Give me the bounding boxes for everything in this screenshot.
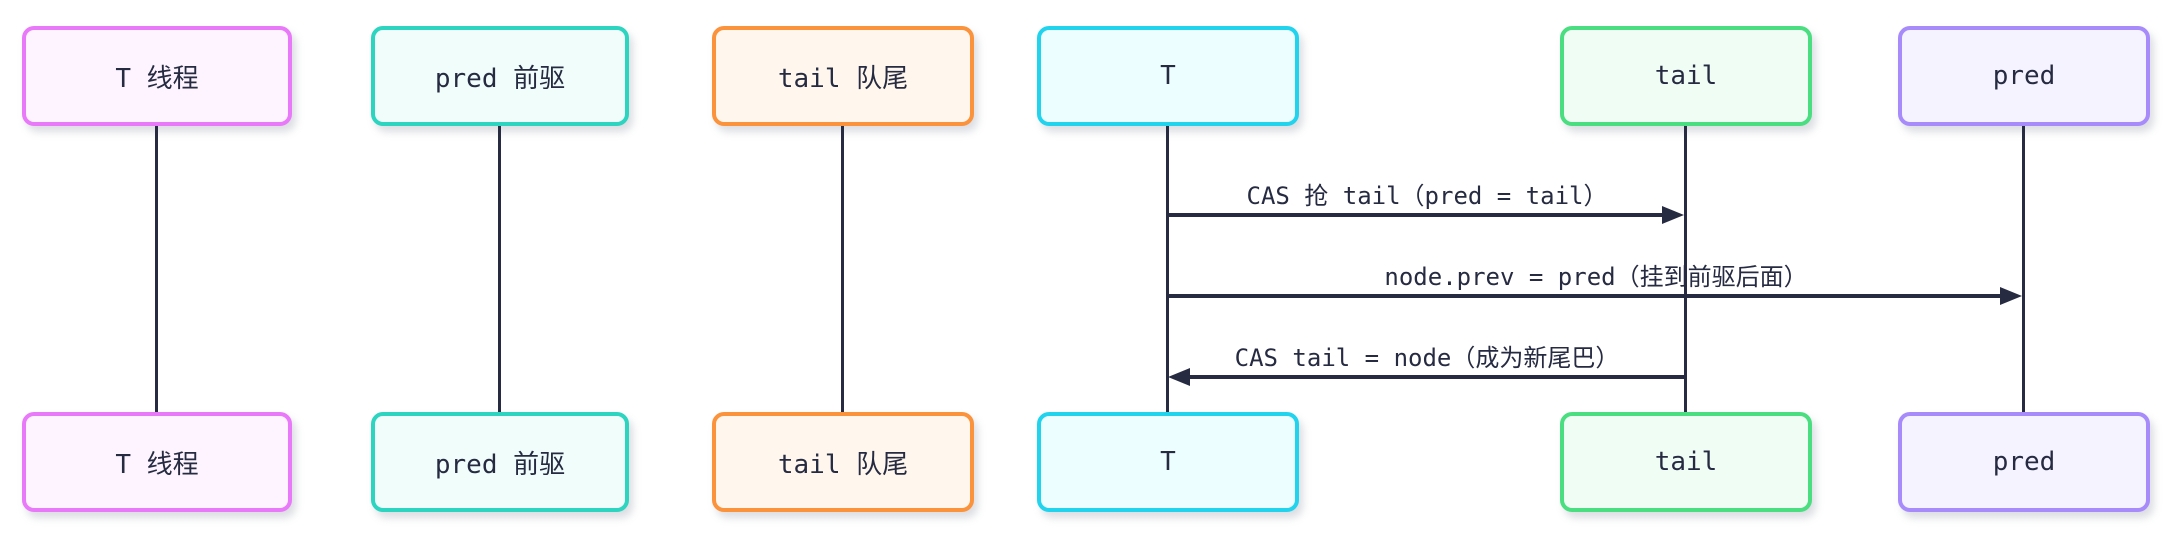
participant-label: T 线程 (115, 449, 199, 480)
participant-label: pred 前驱 (434, 63, 566, 94)
participant-top-pred-qianqu: pred 前驱 (371, 26, 629, 126)
message-label-2: node.prev = pred（挂到前驱后面） (1384, 263, 1808, 291)
participant-label: tail 队尾 (777, 449, 909, 480)
participant-label: tail (1654, 61, 1718, 91)
message-arrowhead-right-icon (2000, 287, 2022, 305)
participant-top-tail: tail (1560, 26, 1812, 126)
message-label-3: CAS tail = node（成为新尾巴） (1234, 344, 1620, 372)
lifeline-tail (1684, 126, 1687, 412)
lifeline-t (1166, 126, 1169, 412)
message-line-2 (1168, 294, 2002, 298)
lifeline-pred-qianqu (498, 126, 501, 412)
participant-label: tail (1654, 447, 1718, 477)
participant-label: tail 队尾 (777, 63, 909, 94)
message-line-1 (1168, 213, 1664, 217)
lifeline-pred (2022, 126, 2025, 412)
participant-bottom-tail: tail (1560, 412, 1812, 512)
participant-label: T (1160, 447, 1176, 477)
participant-label: T 线程 (115, 63, 199, 94)
participant-bottom-pred-qianqu: pred 前驱 (371, 412, 629, 512)
message-arrowhead-left-icon (1168, 368, 1190, 386)
participant-label: T (1160, 61, 1176, 91)
message-line-3 (1190, 375, 1686, 379)
lifeline-tail-duiwei (841, 126, 844, 412)
participant-bottom-t-thread: T 线程 (22, 412, 292, 512)
participant-bottom-tail-duiwei: tail 队尾 (712, 412, 974, 512)
participant-top-pred: pred (1898, 26, 2150, 126)
participant-label: pred (1992, 447, 2056, 477)
lifeline-t-thread (155, 126, 158, 412)
message-label-1: CAS 抢 tail（pred = tail） (1246, 182, 1608, 210)
participant-bottom-t: T (1037, 412, 1299, 512)
participant-bottom-pred: pred (1898, 412, 2150, 512)
message-arrowhead-right-icon (1662, 206, 1684, 224)
participant-top-t-thread: T 线程 (22, 26, 292, 126)
participant-label: pred (1992, 61, 2056, 91)
participant-label: pred 前驱 (434, 449, 566, 480)
participant-top-t: T (1037, 26, 1299, 126)
participant-top-tail-duiwei: tail 队尾 (712, 26, 974, 126)
